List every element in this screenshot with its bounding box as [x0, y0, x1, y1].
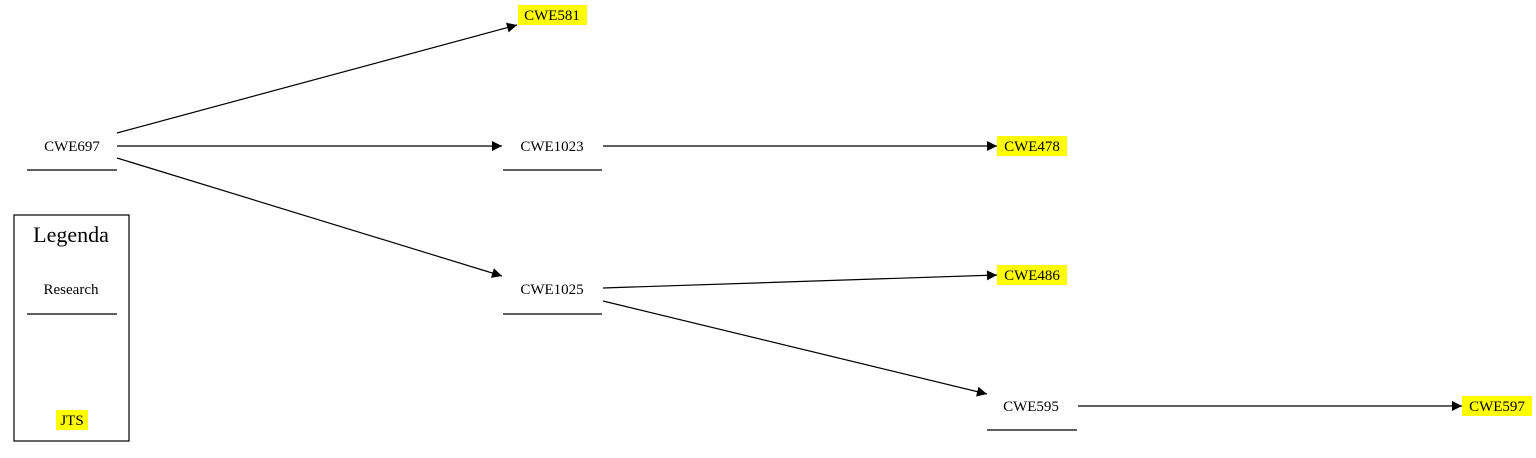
node-cwe597: CWE597 — [1462, 396, 1532, 416]
node-cwe486-label: CWE486 — [1004, 268, 1060, 284]
node-cwe595: CWE595 — [987, 399, 1077, 431]
node-cwe581: CWE581 — [518, 5, 587, 25]
legend-box: Legenda Research JTS — [13, 214, 130, 442]
node-cwe697: CWE697 — [27, 139, 117, 171]
node-cwe1025: CWE1025 — [503, 282, 602, 315]
node-cwe697-label: CWE697 — [44, 139, 100, 155]
node-cwe595-label: CWE595 — [1003, 399, 1059, 415]
edge-cwe697-cwe581 — [116, 22, 518, 134]
node-cwe478: CWE478 — [997, 136, 1067, 156]
node-cwe1023-label: CWE1023 — [520, 139, 583, 155]
legend-jts-label: JTS — [60, 413, 83, 429]
legend-research-label: Research — [44, 282, 99, 298]
node-cwe1023: CWE1023 — [503, 139, 602, 171]
legend-title: Legenda — [33, 222, 109, 247]
edge-cwe1025-cwe486 — [602, 270, 998, 289]
legend-border — [13, 214, 130, 442]
edge-cwe697-cwe1025 — [116, 157, 503, 278]
node-cwe478-label: CWE478 — [1004, 139, 1060, 155]
node-cwe581-label: CWE581 — [524, 8, 580, 24]
node-cwe1025-label: CWE1025 — [520, 282, 583, 298]
node-cwe597-highlight — [1462, 396, 1532, 416]
node-cwe486-highlight — [997, 265, 1067, 285]
node-cwe486: CWE486 — [997, 265, 1067, 285]
node-cwe478-highlight — [997, 136, 1067, 156]
node-cwe581-highlight — [518, 5, 587, 25]
node-cwe597-label: CWE597 — [1469, 399, 1525, 415]
legend-jts-highlight — [56, 410, 88, 430]
edge-cwe1025-cwe595 — [602, 300, 988, 397]
